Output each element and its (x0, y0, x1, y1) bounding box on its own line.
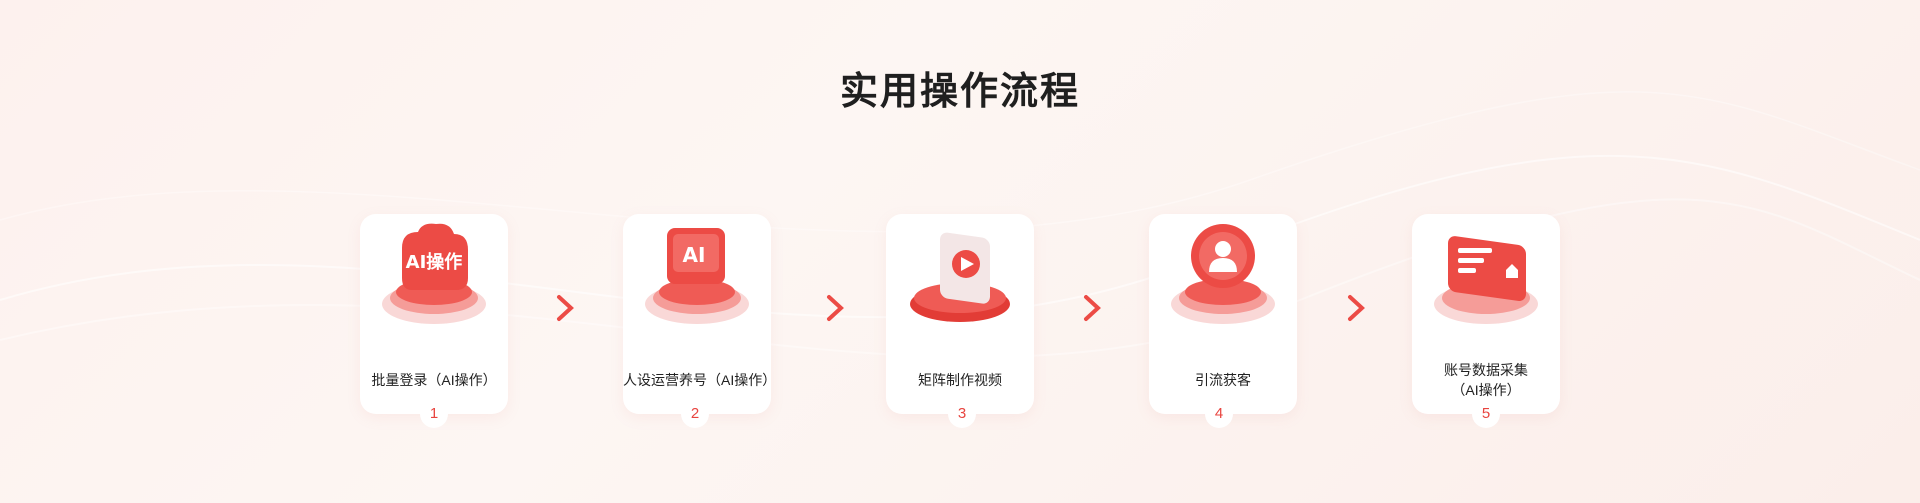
ai-monitor-icon: AI (645, 228, 749, 324)
step-number: 4 (1205, 400, 1233, 428)
step-card-1[interactable]: AI操作 批量登录（AI操作） (360, 214, 508, 414)
step-number: 3 (948, 400, 976, 428)
step-card-5[interactable]: 账号数据采集 （AI操作） (1412, 214, 1560, 414)
chevron-right-icon (827, 295, 844, 321)
ai-chat-cloud-icon: AI操作 (382, 223, 486, 324)
step-card-4[interactable]: 引流获客 (1149, 214, 1297, 414)
chevron-right-icon (557, 295, 574, 321)
step-label: 批量登录（AI操作） (371, 372, 497, 388)
step-number: 1 (420, 400, 448, 428)
step-number: 5 (1472, 400, 1500, 428)
step-label: 矩阵制作视频 (918, 372, 1002, 388)
step-number: 2 (681, 400, 709, 428)
chevron-right-icon (1348, 295, 1365, 321)
data-panel-icon (1434, 236, 1538, 324)
step-label: 账号数据采集 (1444, 362, 1528, 378)
step-label: 引流获客 (1195, 372, 1251, 388)
svg-text:AI操作: AI操作 (406, 251, 463, 273)
page-title: 实用操作流程 (839, 71, 1080, 113)
svg-text:AI: AI (683, 243, 706, 267)
video-play-card-icon (910, 232, 1010, 322)
step-card-2[interactable]: AI 人设运营养号（AI操作） (623, 214, 777, 414)
step-card-3[interactable]: 矩阵制作视频 (886, 214, 1034, 414)
chevron-right-icon (1084, 295, 1101, 321)
step-label: 人设运营养号（AI操作） (623, 372, 777, 388)
user-avatar-badge-icon (1171, 224, 1275, 324)
step-label-line2: （AI操作） (1451, 382, 1521, 398)
